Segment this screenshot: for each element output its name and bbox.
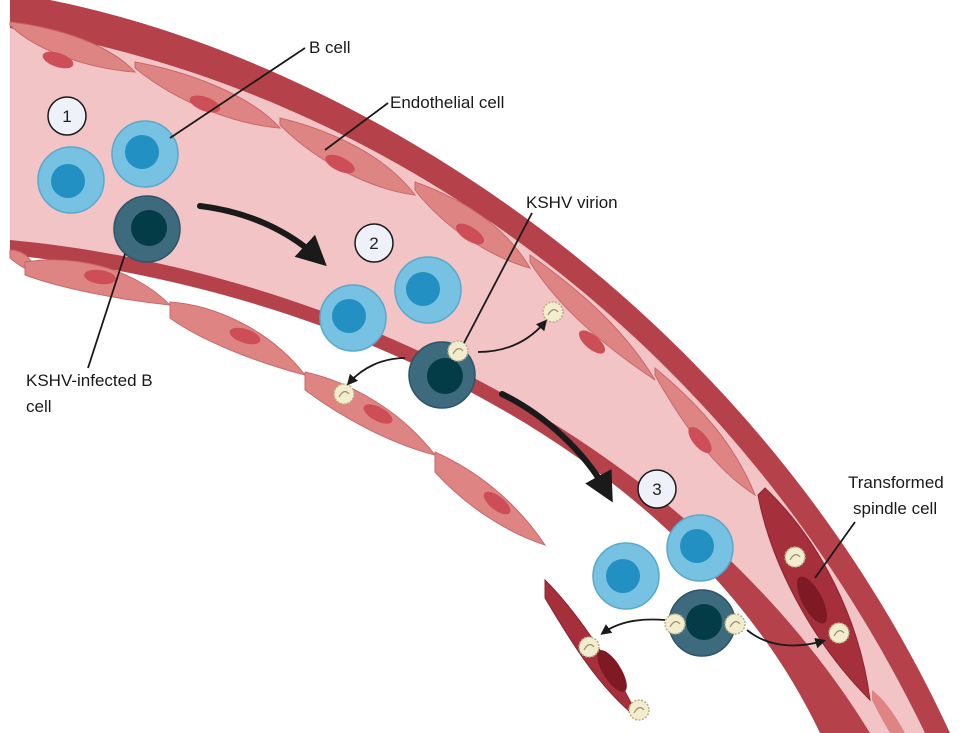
svg-text:3: 3 [652,480,661,499]
kshv-virion [725,614,745,634]
b-cell [395,257,461,323]
kshv-virion [665,614,685,634]
svg-text:2: 2 [369,234,378,253]
step-marker-1: 1 [48,97,86,135]
kshv-virion [448,341,468,361]
b-cell [38,147,104,213]
kshv-virion [579,637,599,657]
svg-text:1: 1 [62,107,71,126]
b-cell [667,515,733,581]
b-cell [320,285,386,351]
step-marker-3: 3 [638,470,676,508]
b-cell [112,121,178,187]
kshv-infected-b-cell [114,196,180,262]
label-kshv-infected-b-cell-line1: KSHV-infected B [26,371,153,390]
label-transformed-spindle-cell-line2: spindle cell [853,499,937,518]
label-kshv-virion: KSHV virion [526,193,618,212]
step-marker-2: 2 [355,224,393,262]
step-3-cells [593,515,735,656]
kshv-virion [334,384,354,404]
virion-release-arrow [349,358,405,383]
virion-release-arrow [603,620,665,633]
label-kshv-infected-b-cell-line2: cell [26,397,52,416]
kshv-virion [785,547,805,567]
label-transformed-spindle-cell-line1: Transformed [848,473,944,492]
label-endothelial-cell: Endothelial cell [390,93,504,112]
kshv-virion [629,700,649,720]
kshv-virion [829,623,849,643]
b-cell [593,543,659,609]
kshv-virion [543,302,563,322]
label-b-cell: B cell [309,38,351,57]
